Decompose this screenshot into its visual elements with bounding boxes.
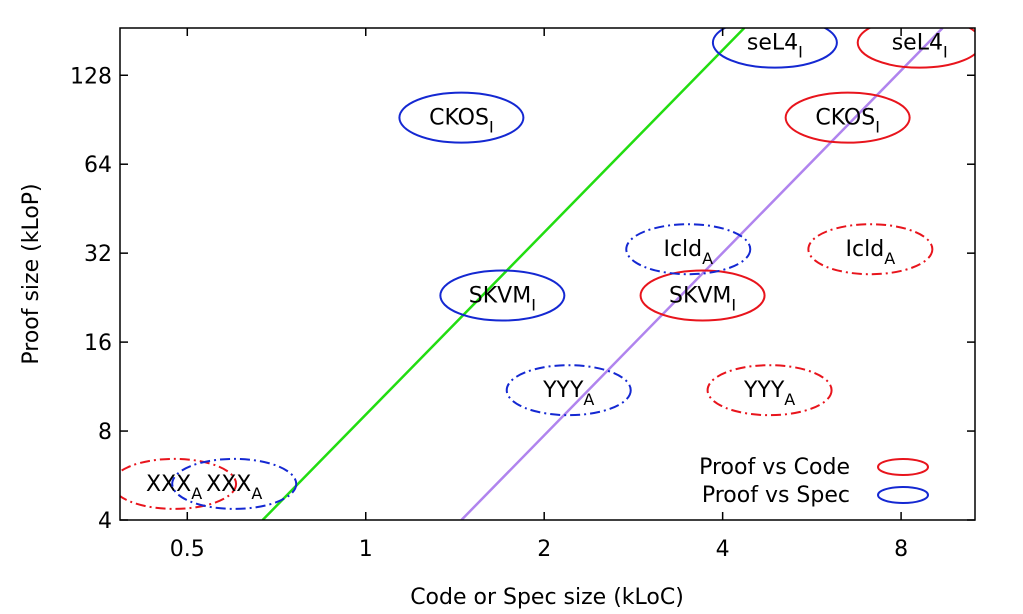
data-point-label: IcldA — [846, 237, 896, 268]
y-tick-label: 32 — [84, 242, 112, 267]
fit-line — [460, 28, 944, 520]
fit-lines — [261, 28, 944, 520]
data-point-label: seL4I — [747, 31, 803, 62]
x-axis: 0.5 1 2 4 8 — [170, 28, 908, 562]
data-point-label: CKOSI — [815, 106, 880, 137]
data-point-name: CKOS — [815, 106, 875, 131]
x-axis-title: Code or Spec size (kLoC) — [410, 585, 684, 610]
legend-label: Proof vs Code — [699, 455, 850, 480]
y-tick-label: 16 — [84, 331, 112, 356]
data-point-label: CKOSI — [429, 106, 494, 137]
data-point-ellipse — [398, 91, 525, 144]
data-point-label: XXXA — [146, 472, 202, 503]
data-point-subscript: A — [251, 484, 262, 503]
data-point-subscript: A — [784, 390, 795, 409]
data-point-name: XXX — [146, 472, 191, 497]
data-point-label: SKVMI — [669, 284, 736, 315]
data-point-label: IcldA — [663, 237, 713, 268]
data-point-subscript: I — [943, 43, 948, 62]
data-point-ellipse — [856, 28, 975, 69]
data-point-name: XXX — [206, 472, 251, 497]
data-point-subscript: I — [731, 296, 736, 315]
data-points: seL4ICKOSIIcldASKVMIYYYAXXXAseL4ICKOSISK… — [120, 28, 975, 510]
data-point-subscript: A — [191, 484, 202, 503]
data-point-ellipse — [711, 28, 838, 69]
x-tick-label: 4 — [716, 537, 730, 562]
data-point-name: seL4 — [892, 31, 943, 56]
data-point-name: SKVM — [469, 284, 531, 309]
data-point-ellipse — [639, 269, 766, 322]
data-point-label: XXXA — [206, 472, 262, 503]
data-point-subscript: I — [489, 118, 494, 137]
y-tick-label: 128 — [70, 64, 112, 89]
data-point-ellipse — [706, 364, 833, 417]
data-point-name: YYY — [542, 378, 584, 403]
data-point-label: SKVMI — [469, 284, 536, 315]
data-point-subscript: A — [884, 249, 895, 268]
plot-frame — [119, 27, 976, 521]
legend-swatch — [877, 486, 929, 504]
y-tick-label: 4 — [98, 509, 112, 534]
data-point-subscript: I — [875, 118, 880, 137]
data-point-name: Icld — [846, 237, 885, 262]
legend-label: Proof vs Spec — [702, 483, 850, 508]
x-tick-label: 8 — [894, 537, 908, 562]
data-point-name: CKOS — [429, 106, 489, 131]
data-point-subscript: A — [702, 249, 713, 268]
data-point-subscript: I — [798, 43, 803, 62]
data-point-ellipse — [171, 457, 298, 510]
y-axis-title: Proof size (kLoP) — [19, 183, 44, 364]
data-point-label: YYYA — [743, 378, 795, 409]
fit-line — [261, 28, 746, 520]
data-point-subscript: I — [531, 296, 536, 315]
data-point-label: seL4I — [892, 31, 948, 62]
data-point-ellipse — [807, 223, 934, 276]
data-point-name: SKVM — [669, 284, 731, 309]
data-point-ellipse — [784, 91, 911, 144]
y-axis: 4 8 16 32 64 128 — [70, 64, 975, 534]
data-point-name: Icld — [663, 237, 702, 262]
x-tick-label: 0.5 — [170, 537, 205, 562]
x-tick-label: 1 — [359, 537, 373, 562]
data-point-ellipse — [625, 223, 752, 276]
data-point-ellipse — [439, 269, 566, 322]
data-point-ellipse — [505, 364, 632, 417]
data-point-name: YYY — [743, 378, 785, 403]
data-point-label: YYYA — [542, 378, 594, 409]
legend-swatch — [877, 458, 929, 476]
data-point-ellipse — [120, 457, 238, 510]
data-point-name: seL4 — [747, 31, 798, 56]
x-tick-label: 2 — [537, 537, 551, 562]
y-tick-label: 8 — [98, 420, 112, 445]
y-tick-label: 64 — [84, 153, 112, 178]
data-point-subscript: A — [583, 390, 594, 409]
